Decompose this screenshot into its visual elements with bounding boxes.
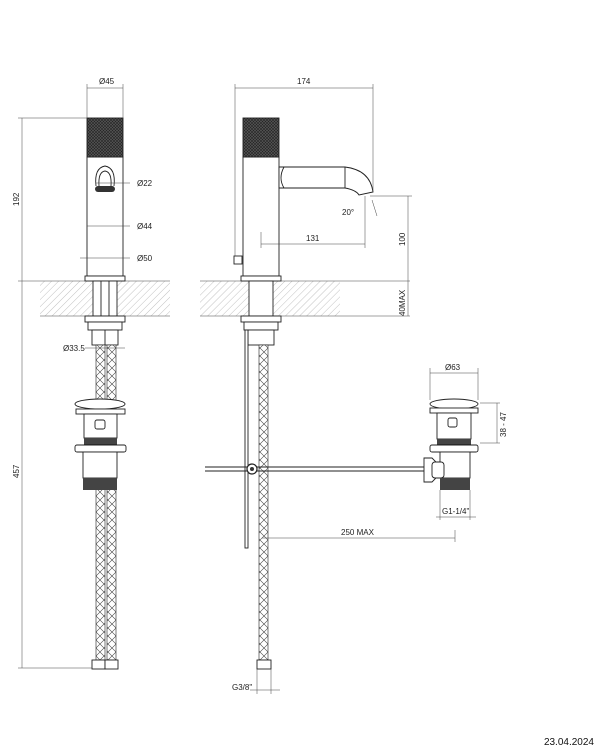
dim-250-max: 250 MAX <box>341 528 375 537</box>
dim-diameter-22: Ø22 <box>137 179 153 188</box>
countertop-side <box>200 280 410 317</box>
dim-angle-20: 20° <box>342 208 354 217</box>
drawing-date: 23.04.2024 <box>543 737 594 748</box>
dim-reach-131: 131 <box>306 234 320 243</box>
dim-countertop-40max: 40MAX <box>398 289 407 316</box>
dim-height-38-47: 38 - 47 <box>499 412 508 437</box>
dim-height-100: 100 <box>398 232 407 246</box>
dim-diameter-63: Ø63 <box>445 363 461 372</box>
dim-height-457: 457 <box>12 464 21 478</box>
side-view-faucet <box>205 117 425 670</box>
front-view-faucet <box>84 117 126 670</box>
dim-diameter-50: Ø50 <box>137 254 153 263</box>
front-view-waste <box>74 398 127 490</box>
dim-diameter-44: Ø44 <box>137 222 153 231</box>
dim-width-174: 174 <box>297 77 311 86</box>
side-view-waste <box>423 398 479 490</box>
dimension-lines <box>18 84 500 694</box>
dim-diameter-45: Ø45 <box>99 77 115 86</box>
dim-thread-g3-8: G3/8" <box>232 683 252 692</box>
dimension-labels: Ø45 Ø22 Ø44 Ø50 Ø33.5 192 457 174 20° 13… <box>12 77 508 692</box>
dim-thread-g1-1-4: G1-1/4" <box>442 507 469 516</box>
dim-height-192: 192 <box>12 192 21 206</box>
dim-diameter-33-5: Ø33.5 <box>63 344 85 353</box>
